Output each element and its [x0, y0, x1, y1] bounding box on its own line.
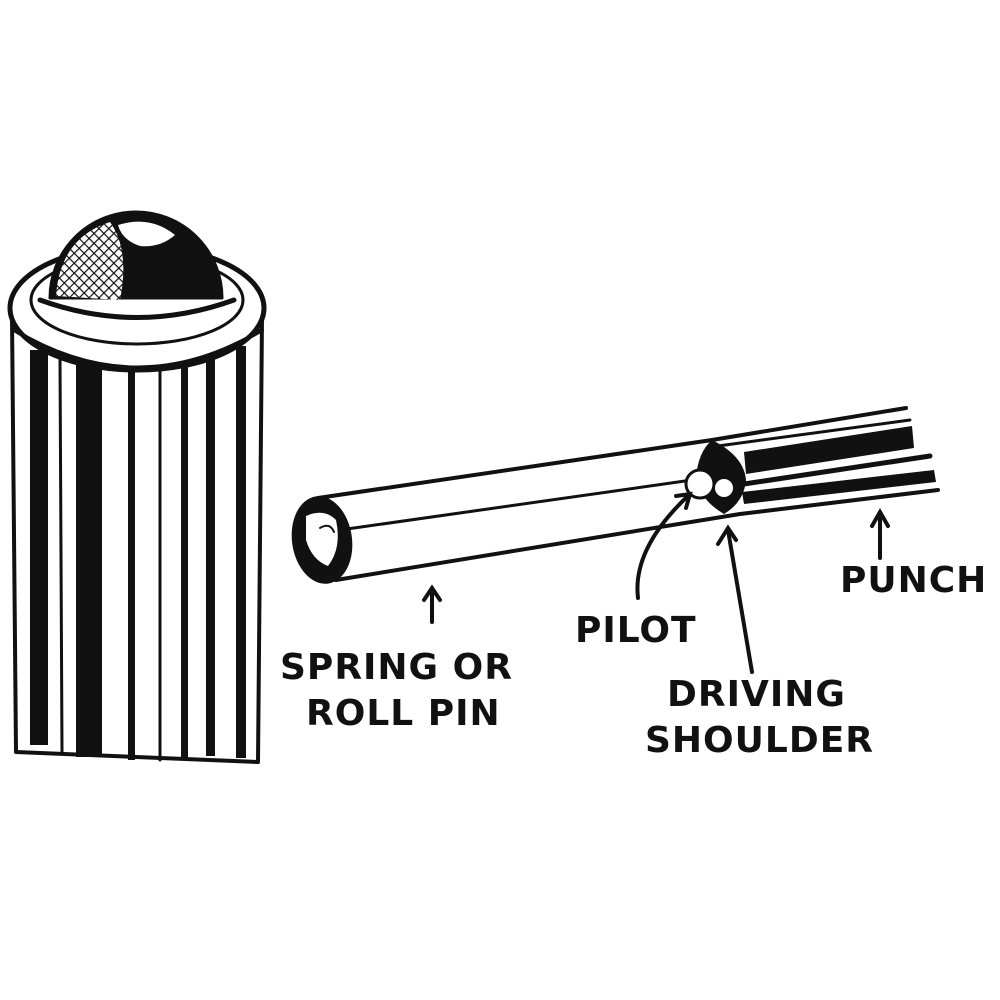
label-spring-line1: SPRING OR: [280, 647, 513, 688]
label-spring-or-roll-pin: SPRING OR ROLL PIN: [280, 645, 513, 737]
arrow-roll-pin: [422, 584, 442, 624]
arrow-punch: [870, 507, 890, 560]
label-spring-line2: ROLL PIN: [306, 693, 501, 734]
label-punch: PUNCH: [840, 560, 988, 601]
roll-pin: [291, 438, 742, 584]
label-driving-line2: SHOULDER: [645, 720, 875, 761]
punch: [684, 406, 940, 516]
housing-cylinder: [7, 210, 267, 764]
label-pilot: PILOT: [575, 610, 697, 651]
label-driving-shoulder: DRIVING SHOULDER: [645, 672, 874, 764]
arrow-driving-shoulder: [716, 524, 754, 674]
pointer-arrows: [422, 491, 890, 674]
label-driving-line1: DRIVING: [667, 674, 846, 715]
arrow-pilot: [635, 491, 693, 600]
